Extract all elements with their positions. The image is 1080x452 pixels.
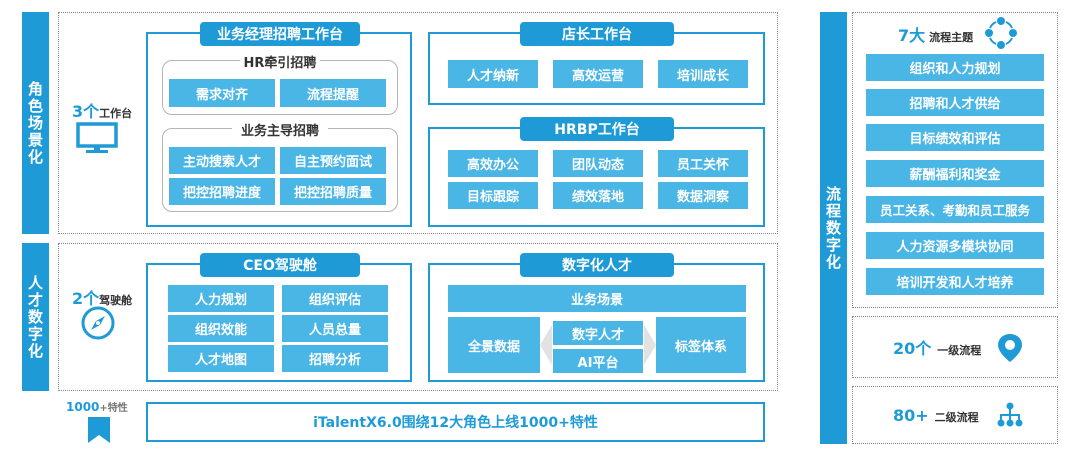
process-reminder-button[interactable]: 流程提醒 [280, 79, 386, 107]
org-tree-icon [997, 402, 1023, 427]
hr-recruit-label: HR牵引招聘 [240, 52, 320, 71]
tag-system-button[interactable]: 标签体系 [656, 317, 746, 373]
panorama-data-button[interactable]: 全景数据 [448, 317, 540, 373]
recruit-quality-button[interactable]: 把控招聘质量 [280, 178, 386, 205]
org-eval-button[interactable]: 组织评估 [282, 285, 388, 312]
process-cycle-icon [985, 17, 1017, 49]
theme-item[interactable]: 组织和人力规划 [866, 54, 1044, 81]
hrbp-workbench-panel [428, 127, 765, 227]
training-growth-button[interactable]: 培训成长 [658, 60, 748, 88]
workbench-count: 3个 工作台 [72, 102, 133, 121]
org-efficiency-button[interactable]: 组织效能 [168, 315, 274, 342]
digital-talent-title: 数字化人才 [520, 253, 674, 277]
team-dynamics-button[interactable]: 团队动态 [553, 150, 643, 177]
theme-item[interactable]: 招聘和人才供给 [866, 89, 1044, 116]
level2-process-panel: 80+ 二级流程 [852, 386, 1058, 444]
efficient-ops-button[interactable]: 高效运营 [553, 60, 643, 88]
bookmark-icon [88, 417, 110, 443]
connector-shape [540, 325, 656, 365]
theme-item[interactable]: 培训开发和人才培养 [866, 268, 1044, 295]
talent-digital-label: 人才数字化 [26, 274, 44, 360]
store-workbench-title: 店长工作台 [520, 22, 674, 46]
theme-item[interactable]: 薪酬福利和奖金 [866, 160, 1044, 187]
role-scenario-area [58, 12, 778, 234]
manager-workbench-title: 业务经理招聘工作台 [200, 22, 360, 46]
performance-button[interactable]: 绩效落地 [553, 182, 643, 209]
process-digital-label: 流程数字化 [824, 185, 842, 271]
recruit-progress-button[interactable]: 把控招聘进度 [169, 178, 275, 205]
level1-process-panel: 20个 一级流程 [852, 316, 1058, 378]
book-interview-button[interactable]: 自主预约面试 [280, 147, 386, 174]
role-scenario-bar: 角色场景化 [22, 12, 49, 234]
level2-count: 80+ 二级流程 [893, 405, 979, 425]
demand-align-button[interactable]: 需求对齐 [169, 79, 275, 107]
talent-digital-area [58, 243, 778, 391]
recruit-analysis-button[interactable]: 招聘分析 [282, 345, 388, 372]
location-pin-icon [998, 334, 1022, 362]
digital-talent-button[interactable]: 数字人才 [553, 321, 643, 345]
monitor-icon [76, 122, 118, 153]
employee-care-button[interactable]: 员工关怀 [658, 150, 748, 177]
themes-panel [852, 12, 1058, 308]
cockpit-count: 2个 驾驶舱 [72, 289, 133, 308]
talent-digital-bar: 人才数字化 [22, 243, 49, 391]
hrbp-workbench-title: HRBP工作台 [520, 117, 674, 141]
ai-platform-button[interactable]: AI平台 [553, 349, 643, 373]
process-digital-bar: 流程数字化 [820, 12, 847, 444]
theme-item[interactable]: 目标绩效和评估 [866, 124, 1044, 151]
themes-count: 7大 流程主题 [898, 26, 974, 45]
workforce-plan-button[interactable]: 人力规划 [168, 285, 274, 312]
search-talent-button[interactable]: 主动搜索人才 [169, 147, 275, 174]
business-scene-button[interactable]: 业务场景 [448, 285, 746, 312]
goal-tracking-button[interactable]: 目标跟踪 [448, 182, 538, 209]
ceo-cockpit-title: CEO驾驶舱 [200, 253, 360, 277]
theme-item[interactable]: 人力资源多模块协同 [866, 232, 1044, 259]
theme-item[interactable]: 员工关系、考勤和员工服务 [866, 196, 1044, 223]
data-insight-button[interactable]: 数据洞察 [658, 182, 748, 209]
bottom-summary-bar: iTalentX6.0围绕12大角色上线1000+特性 [146, 402, 765, 442]
talent-map-button[interactable]: 人才地图 [168, 345, 274, 372]
compass-icon [81, 306, 115, 340]
office-button[interactable]: 高效办公 [448, 150, 538, 177]
bottom-summary-text: iTalentX6.0围绕12大角色上线1000+特性 [313, 415, 598, 431]
talent-onboard-button[interactable]: 人才纳新 [448, 60, 538, 88]
feature-count: 1000 +特性 [66, 400, 128, 414]
biz-recruit-label: 业务主导招聘 [232, 120, 328, 139]
headcount-button[interactable]: 人员总量 [282, 315, 388, 342]
level1-count: 20个 一级流程 [893, 339, 982, 358]
role-scenario-label: 角色场景化 [26, 80, 44, 166]
